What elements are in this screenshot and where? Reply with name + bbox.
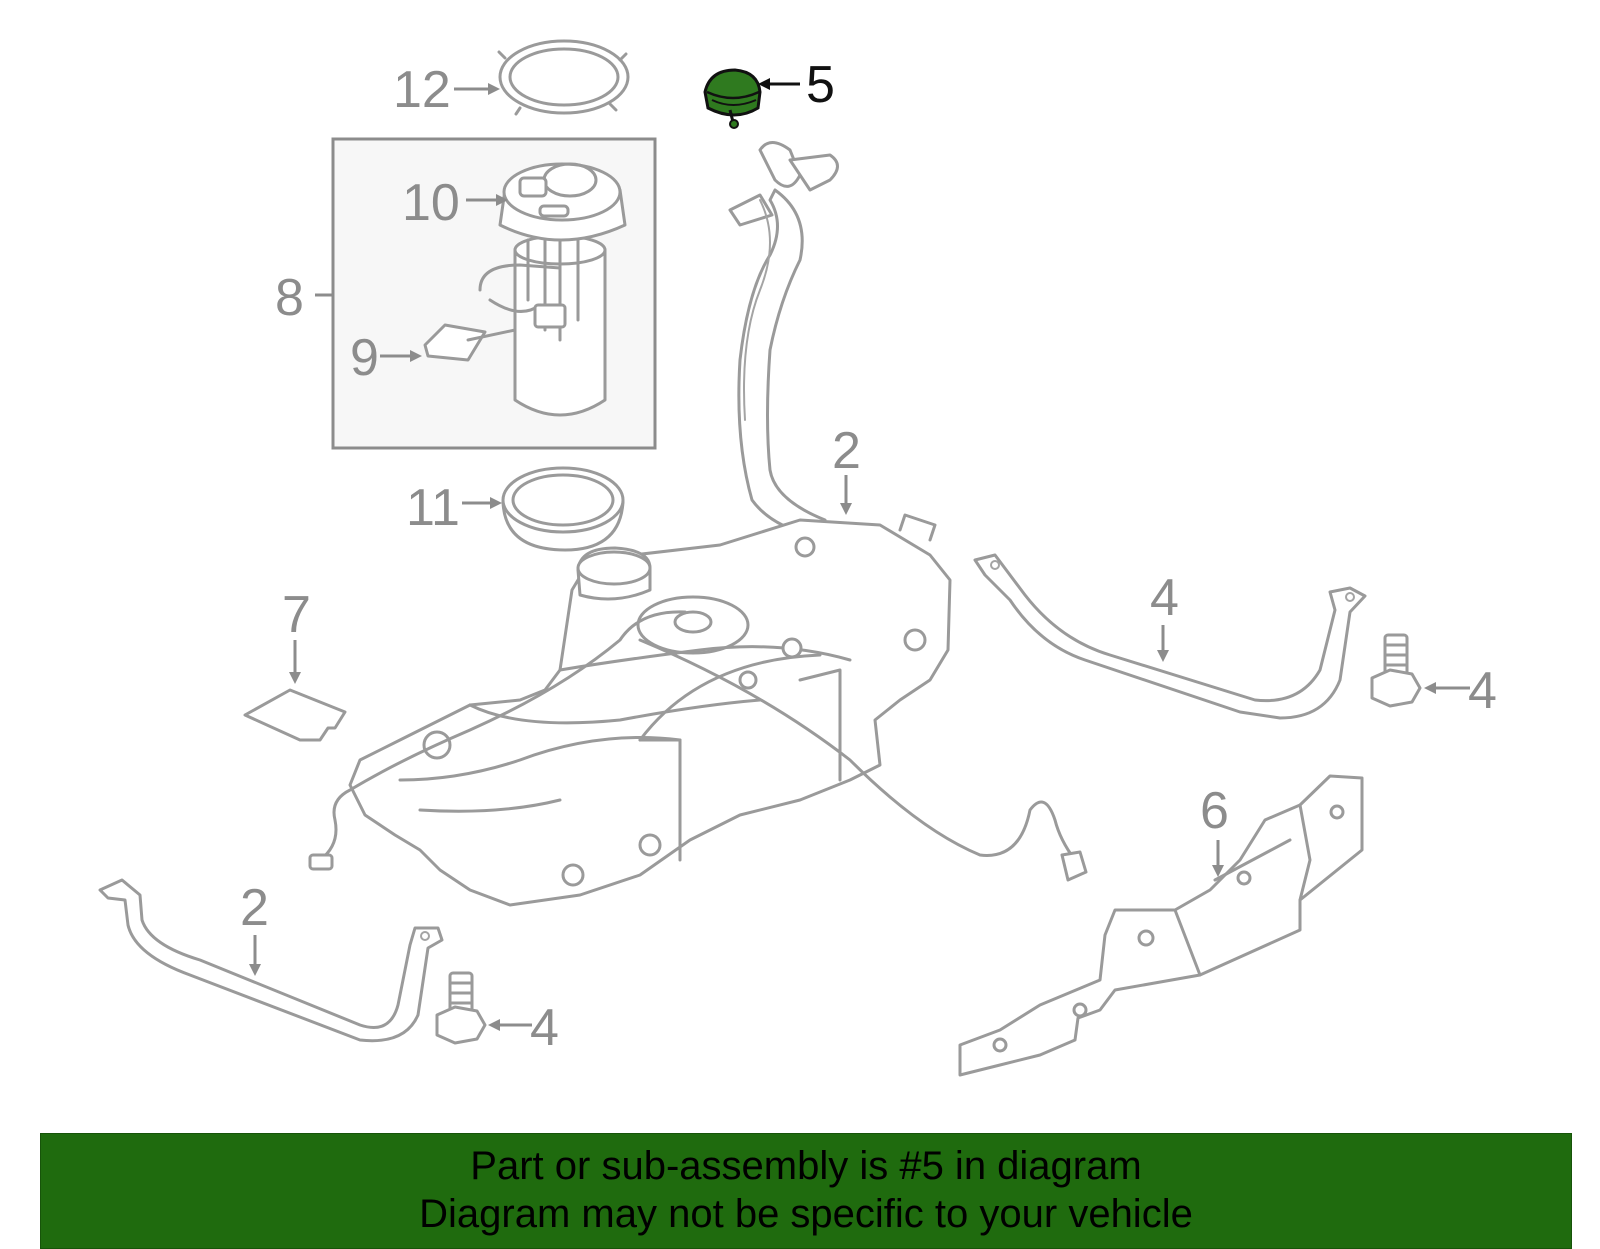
callout-3[interactable]: 4 <box>1150 569 1179 627</box>
part-2-strap-left[interactable] <box>98 878 444 1043</box>
part-9-sender[interactable] <box>423 323 517 362</box>
callout-12[interactable]: 12 <box>393 61 451 119</box>
callout-arrows <box>249 78 1470 1031</box>
part-11-seal-ring[interactable] <box>501 466 625 552</box>
part-6-shield[interactable] <box>958 774 1364 1077</box>
part-5-filler-cap[interactable] <box>703 68 762 129</box>
tank-lines <box>308 610 1088 882</box>
callout-11[interactable]: 11 <box>406 479 460 537</box>
part-1-fuel-tank[interactable] <box>348 513 952 907</box>
callout-4-left[interactable]: 4 <box>530 999 559 1057</box>
callout-1[interactable]: 2 <box>832 422 861 480</box>
banner-line-2: Diagram may not be specific to your vehi… <box>419 1192 1193 1236</box>
part-12-lock-ring[interactable] <box>497 39 630 116</box>
callout-4-right-label[interactable]: 4 <box>1468 662 1497 720</box>
callout-9[interactable]: 9 <box>350 329 379 387</box>
callout-8[interactable]: 8 <box>275 269 304 327</box>
part-10-fuel-pump[interactable] <box>478 162 627 417</box>
banner-line-1: Part or sub-assembly is #5 in diagram <box>470 1144 1142 1188</box>
part-4-bolt-left[interactable] <box>435 971 487 1045</box>
callout-10[interactable]: 10 <box>402 174 460 232</box>
callout-2[interactable]: 2 <box>240 879 269 937</box>
callout-6-label[interactable]: 6 <box>1200 782 1229 840</box>
parts-diagram: 12 5 10 8 9 11 2 4 4 4 11 7 10 6 2 4 <box>98 39 1497 1077</box>
info-banner: Part or sub-assembly is #5 in diagram Di… <box>40 1133 1572 1249</box>
part-3-strap-right[interactable] <box>973 553 1367 720</box>
part-7-pad[interactable] <box>243 688 347 742</box>
filler-neck <box>728 141 839 537</box>
callout-5[interactable]: 5 <box>806 56 835 114</box>
callout-7-label[interactable]: 7 <box>282 586 311 644</box>
part-4-bolt-right[interactable] <box>1370 633 1422 708</box>
